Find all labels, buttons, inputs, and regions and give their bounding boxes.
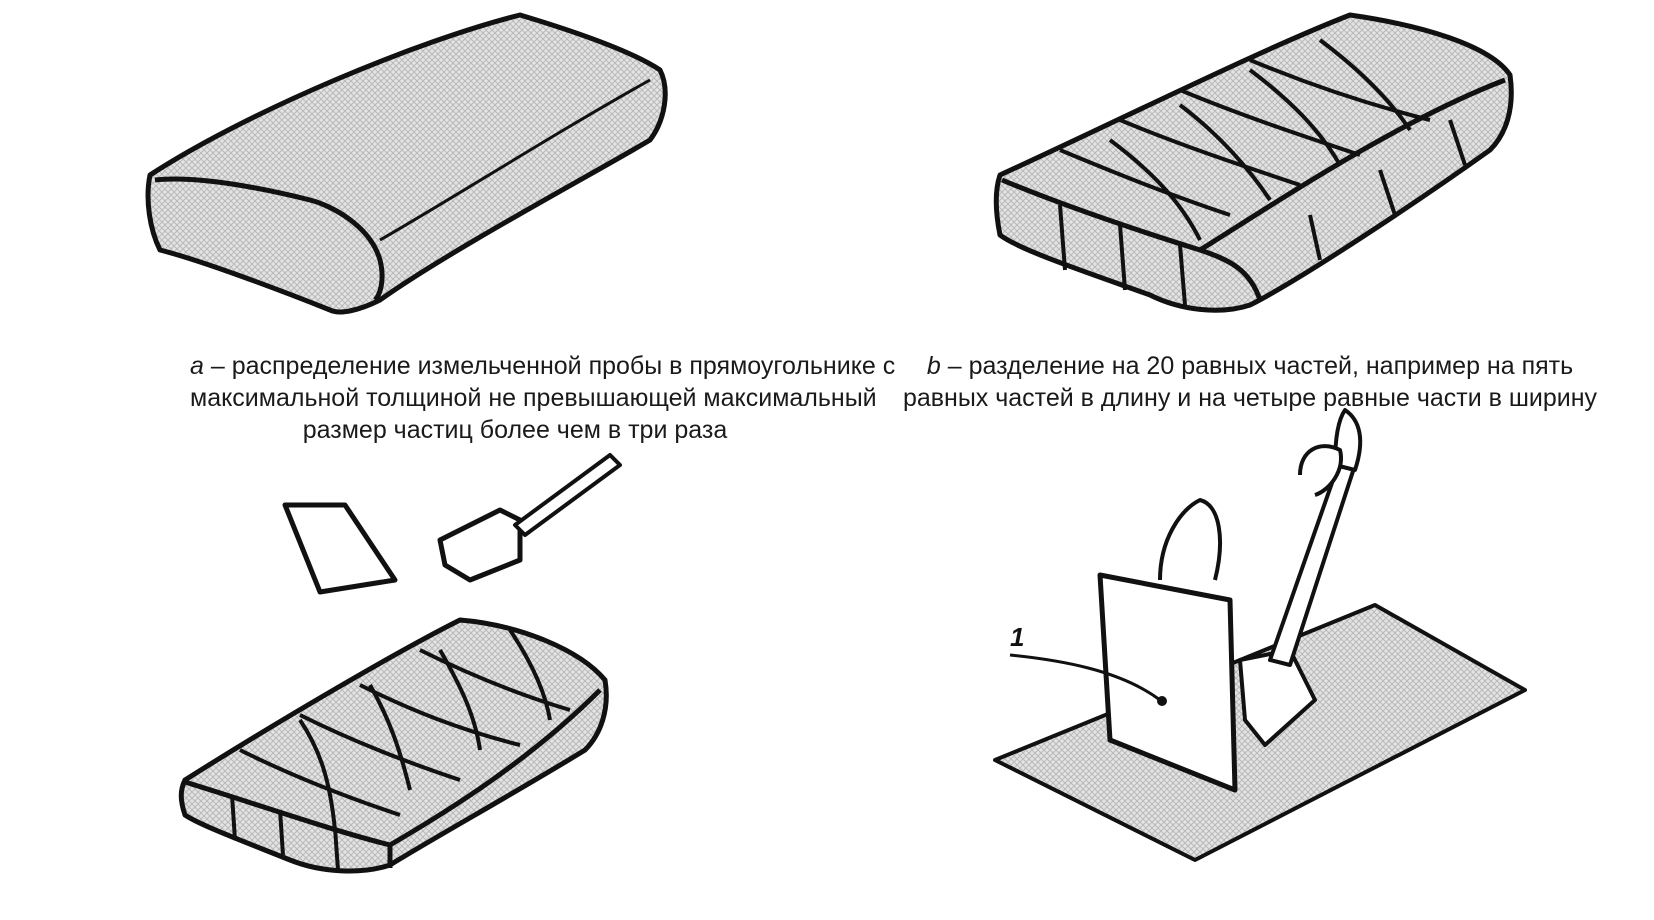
flat-sample-slab-icon — [145, 12, 668, 315]
hands-with-plate-and-shovel-icon — [993, 408, 1527, 862]
caption-b-line-2: равных частей в длину и на четыре равные… — [902, 384, 1598, 412]
caption-a-line-3: размер частиц более чем в три раза — [302, 416, 728, 444]
caption-a-line-1: – распределение измельченной пробы в пря… — [210, 352, 896, 380]
slab-with-plate-and-scoop-icon — [178, 453, 622, 874]
caption-b-line-1: – разделение на 20 равных частей, наприм… — [947, 352, 1574, 380]
gridded-sample-slab-icon — [993, 12, 1514, 313]
caption-b: b – разделение на 20 равных частей, напр… — [850, 350, 1650, 414]
callout-1: 1 — [1010, 622, 1025, 652]
caption-a-label: a — [190, 352, 204, 380]
caption-a: a – распределение измельченной пробы в п… — [190, 350, 895, 446]
caption-a-line-2: максимальной толщиной не превышающей мак… — [190, 384, 877, 412]
caption-b-label: b — [926, 352, 941, 380]
